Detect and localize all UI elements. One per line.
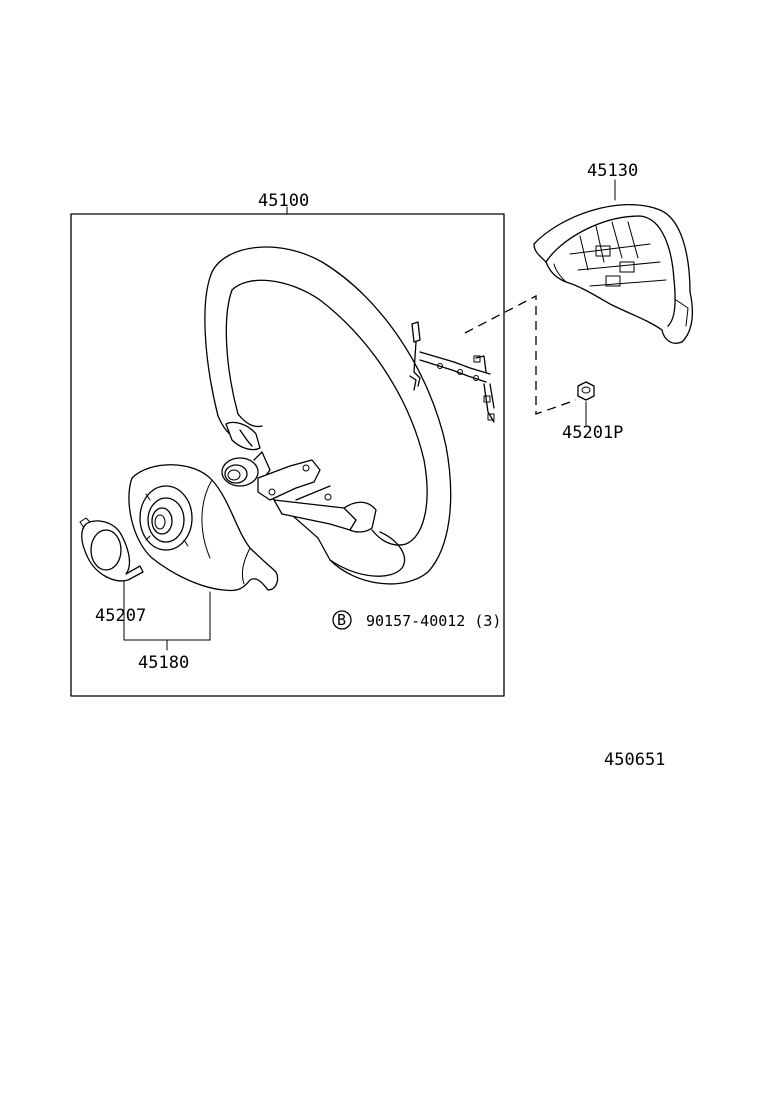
steering-wheel [204,246,452,585]
label-45100: 45100 [258,191,309,211]
label-45201p: 45201P [562,423,623,443]
bolt-code-circle [332,610,352,630]
steering-cover-45180 [128,464,279,592]
label-45180: 45180 [138,653,189,673]
label-45130: 45130 [587,161,638,181]
spiral-part-45207 [79,517,144,582]
dashed-install-line [464,294,577,415]
steering-pad-45130 [533,203,694,344]
label-bolt-code: B [337,611,346,629]
horn-contact-bracket [409,321,495,423]
label-diagram-number: 450651 [604,750,665,770]
label-45207: 45207 [95,606,146,626]
nut-45201p [577,381,595,401]
label-bolt: 90157-40012 (3) [366,612,501,630]
